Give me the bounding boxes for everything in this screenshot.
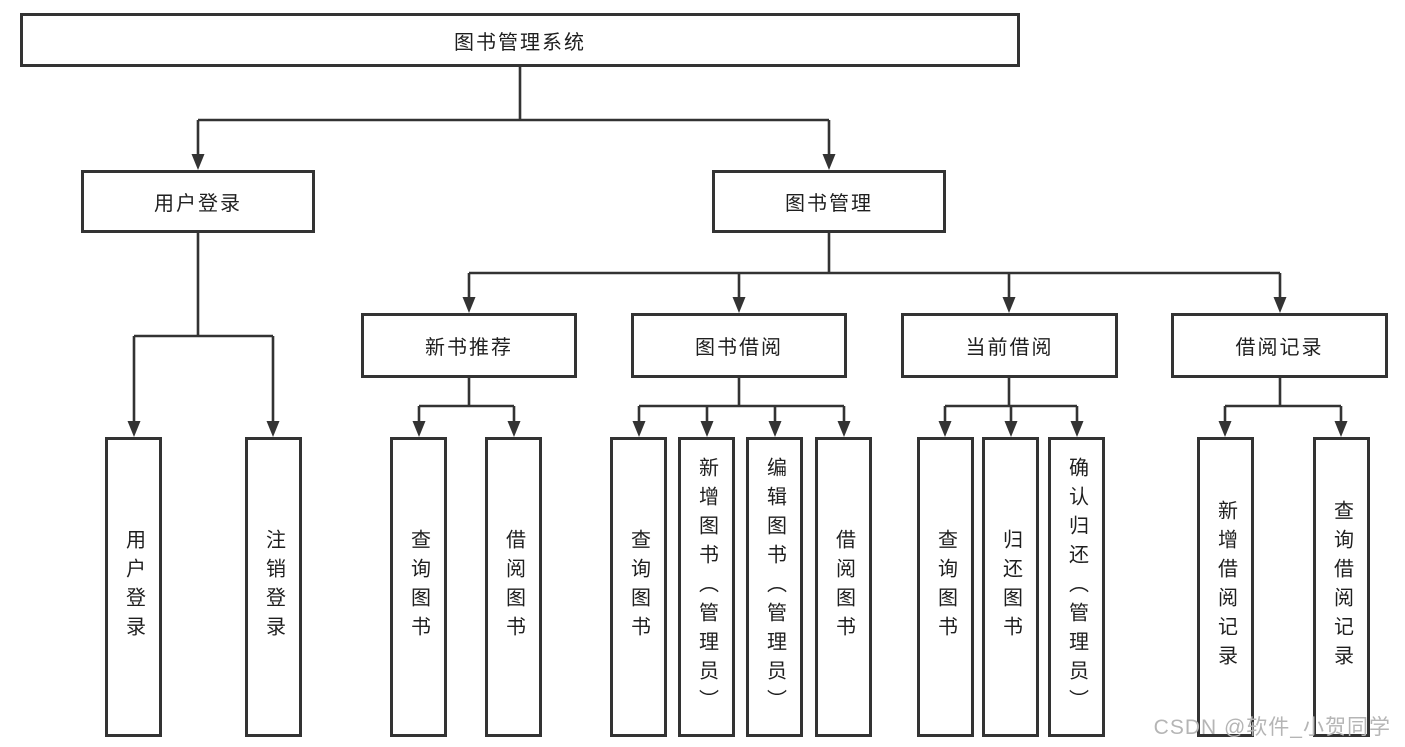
leaf-confirm-return-admin: 确认归还（管理员）	[1048, 437, 1105, 737]
node-label: 图书管理	[785, 193, 873, 215]
arrow-icon	[462, 297, 476, 313]
node-label: 查询图书	[934, 529, 957, 645]
connector-book-management-to-level3	[467, 233, 1282, 302]
connector-root-to-level2	[196, 67, 831, 158]
arrow-icon	[127, 421, 141, 437]
leaf-logout: 注销登录	[245, 437, 302, 737]
node-label: 借阅图书	[502, 529, 525, 645]
node-borrow-records: 借阅记录	[1171, 313, 1388, 378]
arrow-icon	[1334, 421, 1348, 437]
node-label: 新书推荐	[425, 337, 513, 359]
leaf-borrow-books-recommend: 借阅图书	[485, 437, 542, 737]
connector-borrow-to-leaves	[637, 378, 846, 426]
arrow-icon	[768, 421, 782, 437]
arrow-icon	[507, 421, 521, 437]
arrow-icon	[1002, 297, 1016, 313]
leaf-edit-books-admin: 编辑图书（管理员）	[746, 437, 803, 737]
node-label: 借阅图书	[832, 529, 855, 645]
arrow-icon	[938, 421, 952, 437]
leaf-add-books-admin: 新增图书（管理员）	[678, 437, 735, 737]
watermark: CSDN @软件_小贺同学	[1153, 716, 1391, 739]
leaf-query-books-recommend: 查询图书	[390, 437, 447, 737]
leaf-query-books-current: 查询图书	[917, 437, 974, 737]
connector-user-login-to-leaves	[132, 233, 275, 426]
arrow-icon	[1273, 297, 1287, 313]
node-label: 编辑图书（管理员）	[763, 456, 786, 718]
connector-current-to-leaves	[943, 378, 1079, 426]
node-book-management: 图书管理	[712, 170, 946, 233]
leaf-user-login: 用户登录	[105, 437, 162, 737]
arrow-icon	[732, 297, 746, 313]
leaf-query-borrow-record: 查询借阅记录	[1313, 437, 1370, 737]
node-user-login: 用户登录	[81, 170, 315, 233]
leaf-query-books-borrow: 查询图书	[610, 437, 667, 737]
connector-recommend-to-leaves	[417, 378, 516, 426]
node-label: 图书管理系统	[454, 31, 586, 54]
node-label: 新增图书（管理员）	[695, 456, 718, 718]
arrow-icon	[1218, 421, 1232, 437]
arrow-icon	[632, 421, 646, 437]
arrow-icon	[1004, 421, 1018, 437]
node-library-management-system: 图书管理系统	[20, 13, 1020, 67]
node-label: 查询图书	[627, 529, 650, 645]
node-label: 用户登录	[154, 193, 242, 215]
node-label: 查询图书	[407, 529, 430, 645]
node-label: 用户登录	[122, 529, 145, 645]
node-label: 图书借阅	[695, 337, 783, 359]
node-label: 当前借阅	[965, 337, 1054, 359]
node-book-borrow: 图书借阅	[631, 313, 847, 378]
node-label: 注销登录	[262, 529, 285, 645]
leaf-add-borrow-record: 新增借阅记录	[1197, 437, 1254, 737]
arrowheads	[127, 154, 1348, 437]
arrow-icon	[837, 421, 851, 437]
leaf-return-books: 归还图书	[982, 437, 1039, 737]
node-label: 查询借阅记录	[1330, 500, 1353, 674]
arrow-icon	[700, 421, 714, 437]
node-new-book-recommend: 新书推荐	[361, 313, 577, 378]
connector-records-to-leaves	[1223, 378, 1343, 426]
arrow-icon	[266, 421, 280, 437]
leaf-borrow-books: 借阅图书	[815, 437, 872, 737]
arrow-icon	[412, 421, 426, 437]
arrow-icon	[191, 154, 205, 170]
node-label: 归还图书	[999, 529, 1022, 645]
arrow-icon	[1070, 421, 1084, 437]
node-label: 新增借阅记录	[1214, 500, 1237, 674]
node-current-borrow: 当前借阅	[901, 313, 1118, 378]
arrow-icon	[822, 154, 836, 170]
node-label: 确认归还（管理员）	[1065, 456, 1088, 718]
node-label: 借阅记录	[1235, 337, 1324, 359]
